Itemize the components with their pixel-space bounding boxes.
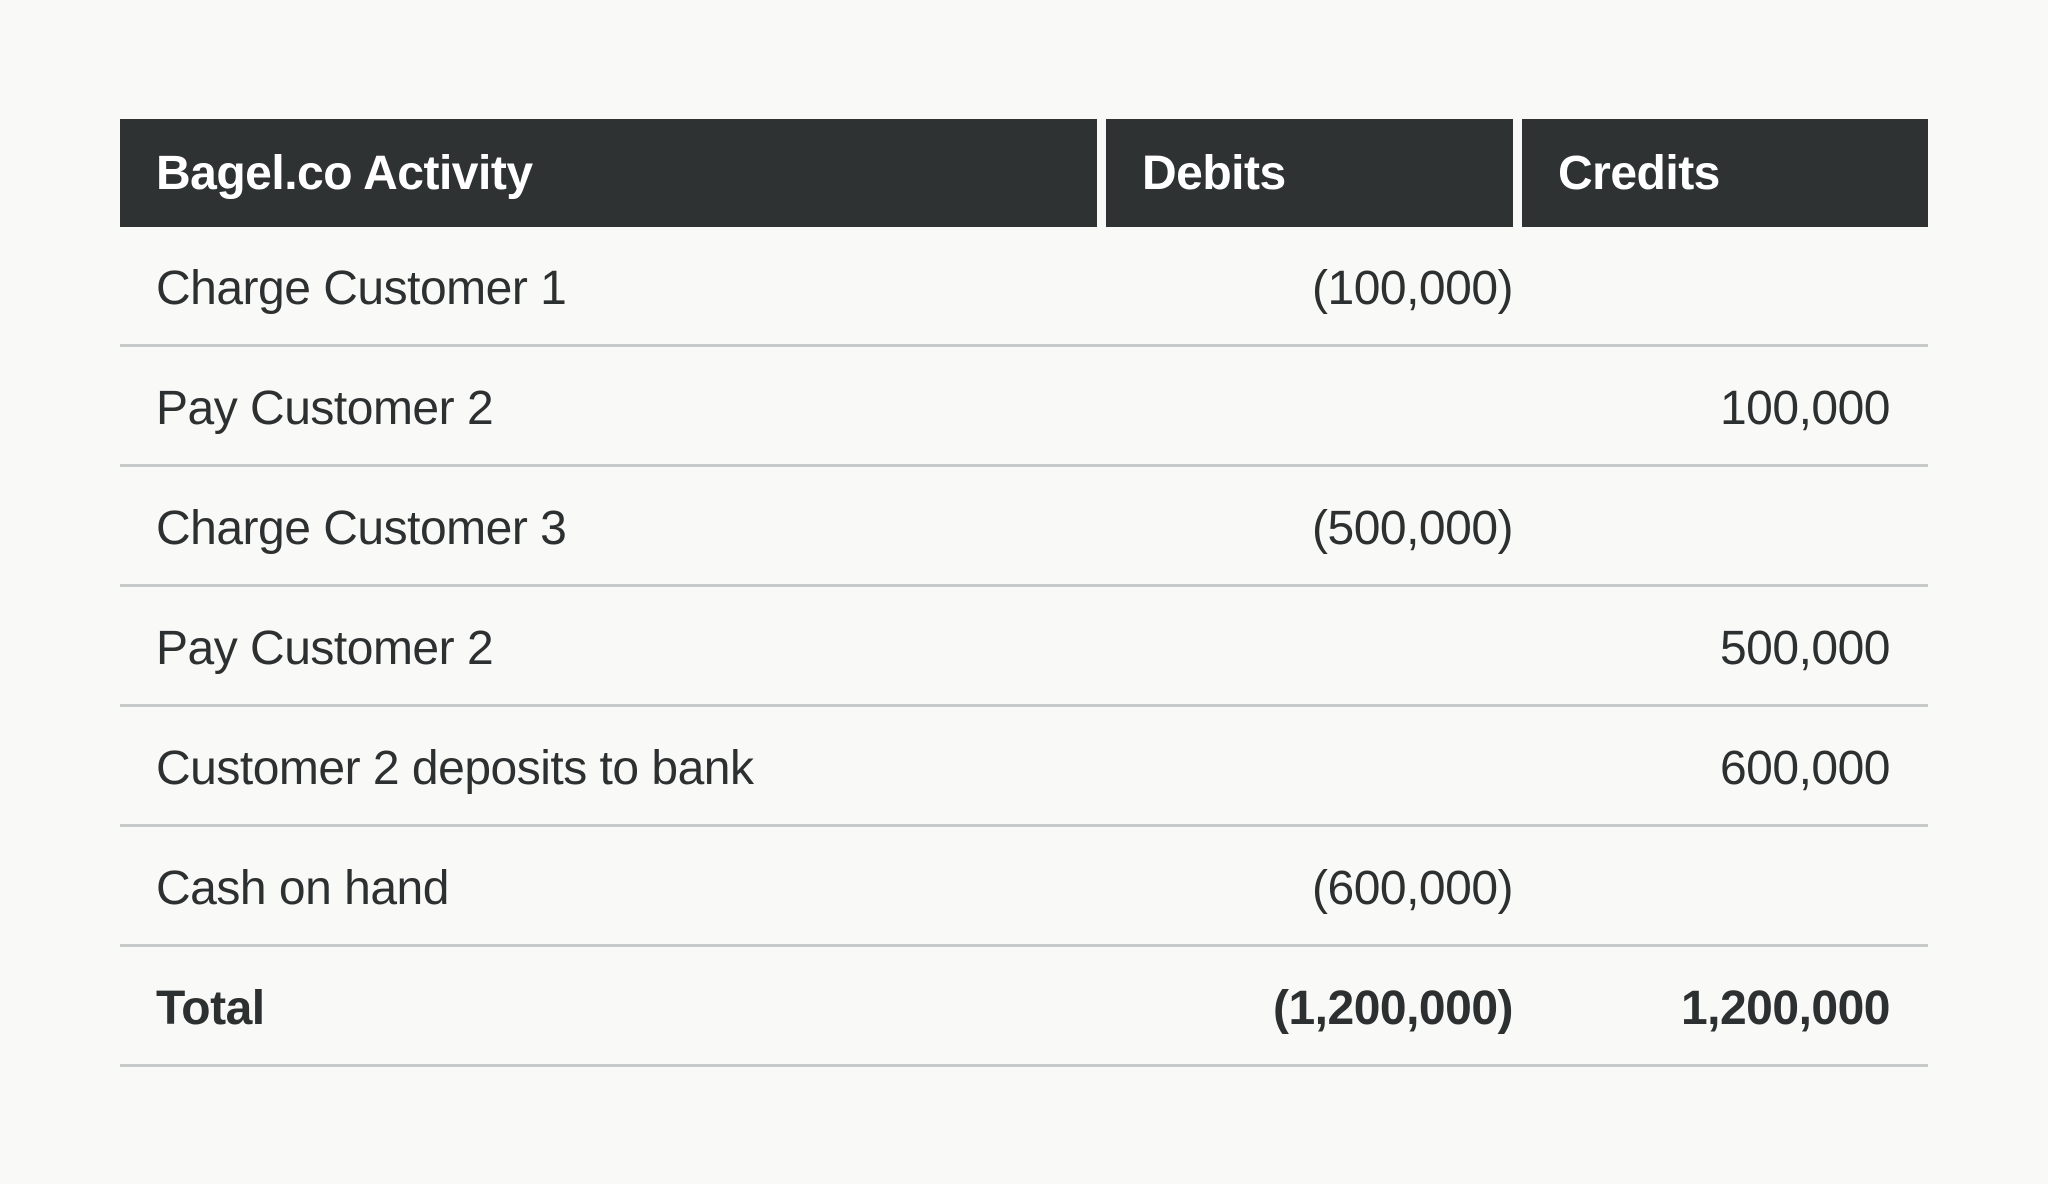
table-row: Pay Customer 2 100,000: [120, 347, 1928, 467]
activity-cell: Cash on hand: [156, 862, 449, 915]
credit-cell: [1513, 883, 1928, 889]
table-row: Cash on hand (600,000): [120, 827, 1928, 947]
activity-cell: Pay Customer 2: [156, 382, 494, 435]
total-debit: (1,200,000): [1272, 982, 1514, 1035]
table-row: Customer 2 deposits to bank 600,000: [120, 707, 1928, 827]
header-debits: Debits: [1106, 119, 1513, 227]
activity-cell: Customer 2 deposits to bank: [156, 742, 754, 795]
activity-cell: Charge Customer 3: [156, 502, 567, 555]
credit-cell: [1513, 523, 1928, 529]
table-row: Charge Customer 1 (100,000): [120, 227, 1928, 347]
table-header: Bagel.co Activity Debits Credits: [120, 119, 1928, 227]
header-activity: Bagel.co Activity: [120, 119, 1097, 227]
table-row: Charge Customer 3 (500,000): [120, 467, 1928, 587]
total-label: Total: [156, 982, 265, 1035]
credit-cell: [1513, 283, 1928, 289]
credit-cell: 100,000: [1719, 382, 1891, 435]
debit-cell: (600,000): [1312, 862, 1513, 915]
total-row: Total (1,200,000) 1,200,000: [120, 947, 1928, 1067]
activity-cell: Charge Customer 1: [156, 262, 567, 315]
debit-cell: (500,000): [1312, 502, 1513, 555]
total-credit: 1,200,000: [1680, 982, 1891, 1035]
header-credits: Credits: [1522, 119, 1928, 227]
credit-cell: 500,000: [1719, 622, 1891, 675]
table-row: Pay Customer 2 500,000: [120, 587, 1928, 707]
debit-cell: [1097, 643, 1513, 649]
debit-cell: (100,000): [1312, 262, 1513, 315]
ledger-table: Bagel.co Activity Debits Credits Charge …: [120, 119, 1928, 1067]
debit-cell: [1097, 403, 1513, 409]
debit-cell: [1097, 763, 1513, 769]
credit-cell: 600,000: [1719, 742, 1891, 795]
activity-cell: Pay Customer 2: [156, 622, 494, 675]
